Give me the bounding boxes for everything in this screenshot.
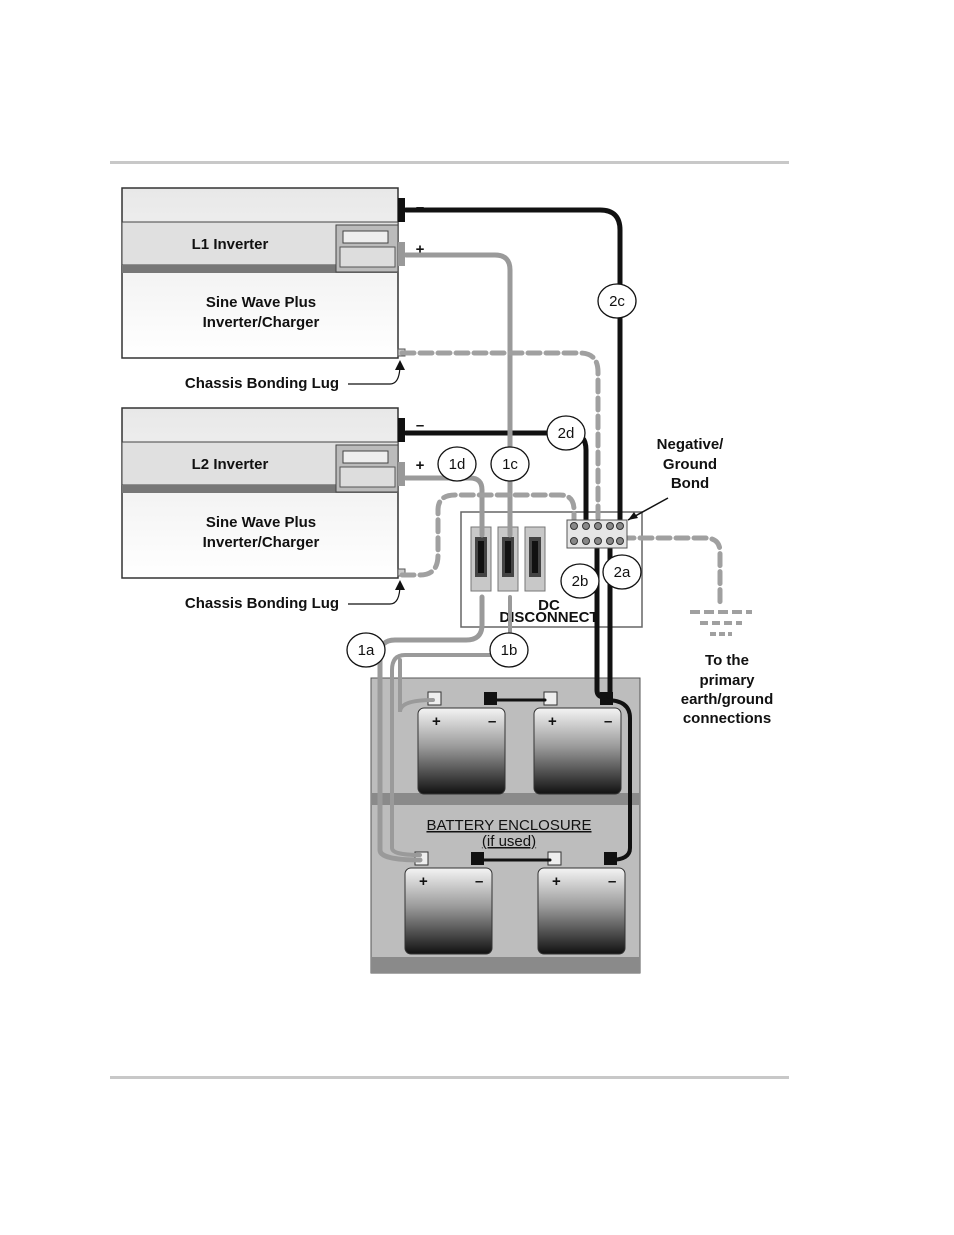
battery-enclosure: BATTERY ENCLOSURE (if used) + – + – + – + –	[371, 678, 640, 973]
svg-text:2a: 2a	[614, 564, 631, 581]
bond-stud	[607, 538, 614, 545]
negative-sign: –	[604, 713, 612, 730]
breaker[interactable]	[525, 527, 545, 591]
keypad	[340, 247, 395, 267]
negative-sign: –	[608, 873, 616, 890]
bond-label-3: Bond	[671, 475, 709, 492]
enclosure-label: BATTERY ENCLOSURE	[426, 817, 591, 834]
svg-text:1b: 1b	[501, 642, 518, 659]
bond-stud	[617, 523, 624, 530]
positive-sign: +	[419, 873, 428, 890]
cable-label-2d: 2d	[547, 416, 585, 450]
cable-label-1a: 1a	[347, 633, 385, 667]
inverter-model-1: Sine Wave Plus	[206, 514, 316, 531]
positive-sign: +	[432, 713, 441, 730]
cable-label-2b: 2b	[561, 564, 599, 598]
breaker[interactable]	[498, 527, 518, 591]
svg-text:2c: 2c	[609, 293, 625, 310]
bond-stud	[607, 523, 614, 530]
negative-sign: –	[475, 873, 483, 890]
positive-sign: +	[416, 457, 425, 474]
positive-sign: +	[552, 873, 561, 890]
svg-text:2b: 2b	[572, 573, 589, 590]
inverter-model-2: Inverter/Charger	[203, 314, 320, 331]
bond-stud	[595, 538, 602, 545]
cable-label-2c: 2c	[598, 284, 636, 318]
cable-label-1c: 1c	[491, 447, 529, 481]
svg-text:1c: 1c	[502, 456, 518, 473]
positive-post	[544, 692, 557, 705]
disconnect-label-2: DISCONNECT	[499, 609, 598, 626]
negative-terminal	[398, 418, 405, 442]
inverter-name: L2 Inverter	[192, 456, 269, 473]
cable-label-2a: 2a	[603, 555, 641, 589]
bond-label: Negative/ Ground Bond	[657, 436, 725, 492]
inverter-name: L1 Inverter	[192, 236, 269, 253]
bond-label-2: Ground	[663, 456, 717, 473]
ground-label-1: To the	[705, 652, 749, 669]
cable-label-1b: 1b	[490, 633, 528, 667]
negative-sign: –	[488, 713, 496, 730]
bond-label-1: Negative/	[657, 436, 725, 453]
bond-stud	[595, 523, 602, 530]
bond-stud	[583, 523, 590, 530]
ground-label-3: earth/ground	[681, 691, 774, 708]
inverter-model-2: Inverter/Charger	[203, 534, 320, 551]
svg-text:2d: 2d	[558, 425, 575, 442]
chassis-bonding-lug-label: Chassis Bonding Lug	[185, 595, 339, 612]
earth-ground-icon	[690, 612, 752, 634]
ground-label-4: connections	[683, 710, 771, 727]
display-panel	[343, 231, 388, 243]
chassis-bonding-lug-label: Chassis Bonding Lug	[185, 375, 339, 392]
bond-stud	[571, 538, 578, 545]
svg-text:1d: 1d	[449, 456, 466, 473]
keypad	[340, 467, 395, 487]
ground-label: To the primary earth/ground connections	[681, 652, 774, 727]
positive-sign: +	[548, 713, 557, 730]
bond-stud	[617, 538, 624, 545]
inverter-model-1: Sine Wave Plus	[206, 294, 316, 311]
display-panel	[343, 451, 388, 463]
positive-terminal	[398, 462, 405, 486]
cable-label-1d: 1d	[438, 447, 476, 481]
bond-stud	[583, 538, 590, 545]
bond-stud	[571, 523, 578, 530]
svg-text:1a: 1a	[358, 642, 375, 659]
enclosure-sublabel: (if used)	[482, 833, 536, 850]
ground-label-2: primary	[699, 672, 755, 689]
cable-1c	[406, 255, 510, 535]
